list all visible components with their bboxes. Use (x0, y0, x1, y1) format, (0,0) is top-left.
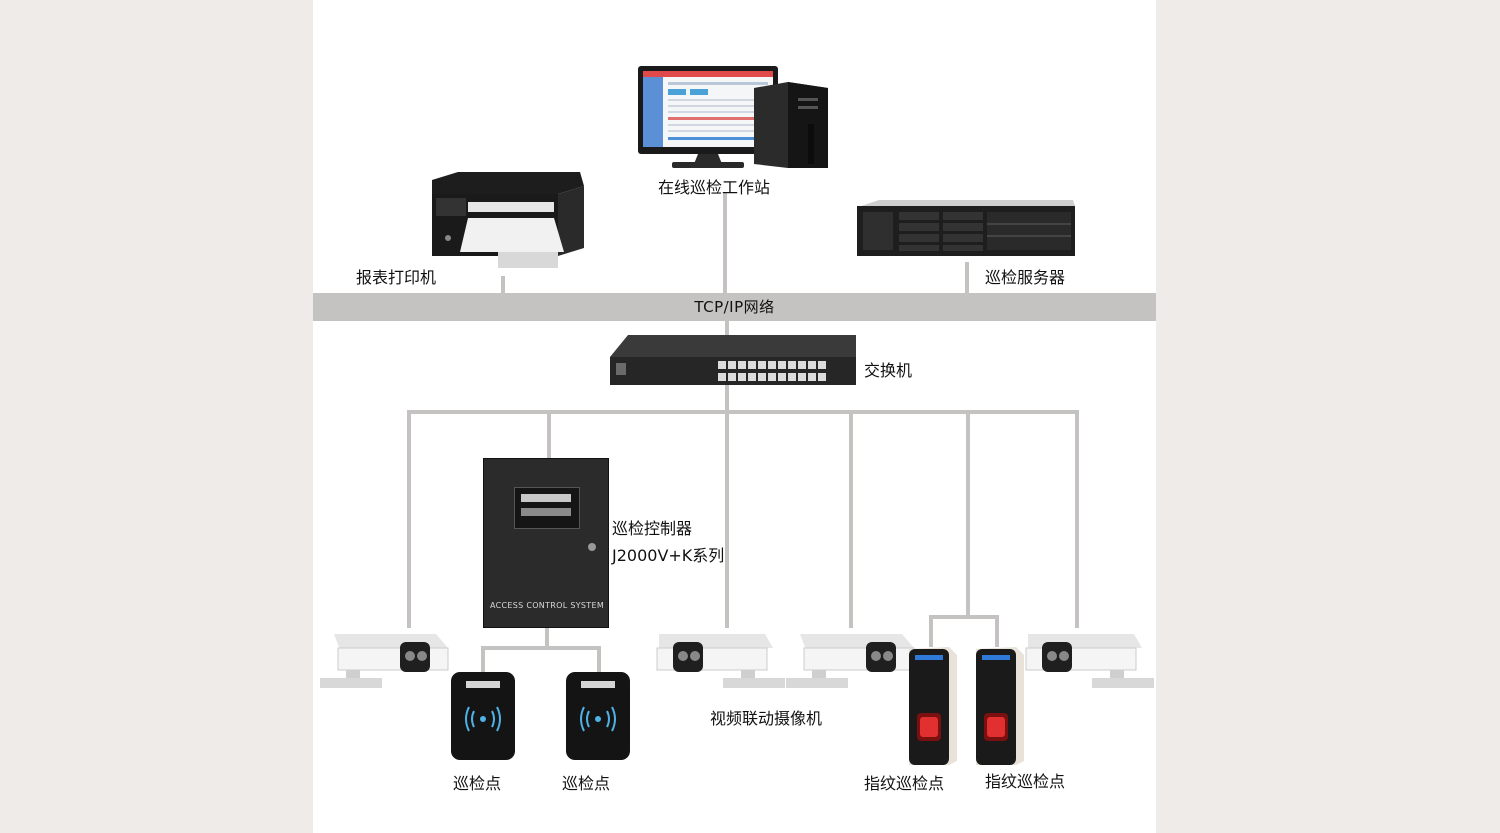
distribution-line (407, 410, 1079, 414)
camera-1-drop (407, 410, 411, 628)
printer-icon (432, 172, 584, 268)
switch-label: 交换机 (864, 361, 913, 380)
patrol-controller-box: ACCESS CONTROL SYSTEM (483, 458, 609, 628)
fingerprint-2-label: 指纹巡检点 (985, 772, 1066, 791)
controller-keyhole (588, 543, 596, 551)
patrol-fork-stem (545, 628, 549, 648)
patrol-fork-bar (481, 646, 601, 650)
network-bus-label: TCP/IP网络 (694, 298, 775, 316)
workstation-label: 在线巡检工作站 (658, 178, 771, 197)
patrol-reader-1-icon (451, 672, 515, 760)
controller-display (514, 487, 580, 529)
patrol-point-2-label: 巡检点 (562, 774, 611, 793)
camera-label: 视频联动摄像机 (710, 709, 823, 728)
camera-1-icon (320, 634, 449, 688)
camera-2-icon (656, 634, 785, 688)
fingerprint-1-label: 指纹巡检点 (864, 774, 945, 793)
controller-label-line1: 巡检控制器 (612, 519, 693, 538)
left-margin (0, 0, 313, 833)
camera-4-drop (1075, 410, 1079, 628)
camera-2-drop (725, 410, 729, 628)
fingerprint-fork-bar (929, 615, 999, 619)
patrol-point-1-label: 巡检点 (453, 774, 502, 793)
fingerprint-fork-right (995, 615, 999, 647)
patrol-fork-left (481, 646, 485, 672)
patrol-reader-2-icon (566, 672, 630, 760)
server-link (965, 262, 969, 293)
workstation-link (723, 192, 727, 293)
bus-to-switch-link (725, 321, 729, 335)
fingerprint-reader-2-icon (976, 647, 1024, 765)
network-bus (313, 293, 1156, 321)
switch-downlink (725, 385, 729, 411)
controller-drop (547, 410, 551, 458)
camera-4-icon (1025, 634, 1154, 688)
printer-label: 报表打印机 (356, 268, 437, 287)
patrol-fork-right (597, 646, 601, 672)
right-margin (1156, 0, 1500, 833)
network-switch-icon (610, 335, 856, 385)
controller-label-line2: J2000V+K系列 (612, 546, 725, 565)
camera-3-icon (786, 634, 915, 688)
printer-link (501, 276, 505, 293)
fingerprint-fork-left (929, 615, 933, 647)
server-label: 巡检服务器 (985, 268, 1066, 287)
fingerprint-drop (966, 410, 970, 618)
fingerprint-reader-1-icon (909, 647, 957, 765)
controller-panel-text: ACCESS CONTROL SYSTEM (489, 601, 605, 610)
camera-3-drop (849, 410, 853, 628)
server-icon (857, 200, 1075, 256)
workstation-computer-icon (638, 66, 828, 168)
